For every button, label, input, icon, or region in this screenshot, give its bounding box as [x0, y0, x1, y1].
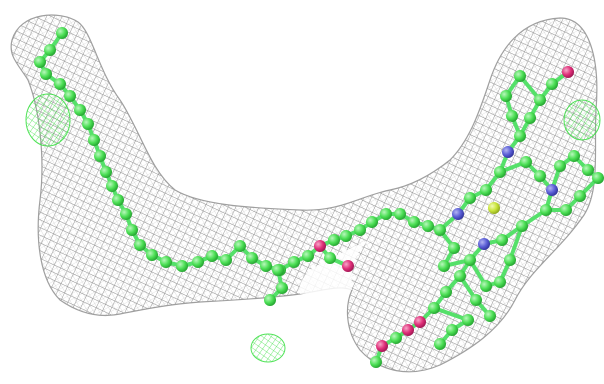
- carbon-atom: [126, 224, 138, 236]
- carbon-atom: [394, 208, 406, 220]
- oxygen-atom: [314, 240, 326, 252]
- carbon-atom: [428, 302, 440, 314]
- carbon-atom: [324, 252, 336, 264]
- carbon-atom: [56, 27, 68, 39]
- carbon-atom: [534, 170, 546, 182]
- density-mesh: [10, 14, 598, 373]
- carbon-atom: [408, 216, 420, 228]
- carbon-atom: [524, 112, 536, 124]
- carbon-atom: [496, 234, 508, 246]
- carbon-atom: [94, 150, 106, 162]
- carbon-atom: [134, 239, 146, 251]
- carbon-atom: [480, 280, 492, 292]
- oxygen-atom: [414, 316, 426, 328]
- green-density-blob-left: [25, 93, 71, 147]
- oxygen-atom: [376, 340, 388, 352]
- carbon-atom: [446, 324, 458, 336]
- carbon-atom: [494, 276, 506, 288]
- carbon-atom: [390, 332, 402, 344]
- carbon-atom: [264, 294, 276, 306]
- carbon-atom: [470, 294, 482, 306]
- carbon-atom: [560, 204, 572, 216]
- carbon-atom: [328, 234, 340, 246]
- carbon-atom: [434, 224, 446, 236]
- carbon-atom: [246, 252, 258, 264]
- carbon-atom: [220, 254, 232, 266]
- oxygen-atom: [402, 324, 414, 336]
- carbon-atom: [380, 208, 392, 220]
- oxygen-atom: [562, 66, 574, 78]
- carbon-atom: [82, 118, 94, 130]
- carbon-atom: [484, 310, 496, 322]
- metal-atom: [488, 202, 500, 214]
- carbon-atom: [582, 164, 594, 176]
- carbon-atom: [464, 254, 476, 266]
- carbon-atom: [366, 216, 378, 228]
- carbon-atom: [592, 172, 604, 184]
- carbon-atom: [434, 338, 446, 350]
- carbon-atom: [34, 56, 46, 68]
- carbon-atom: [74, 104, 86, 116]
- carbon-atom: [520, 156, 532, 168]
- carbon-atom: [454, 270, 466, 282]
- carbon-atom: [514, 130, 526, 142]
- carbon-atom: [422, 220, 434, 232]
- carbon-atom: [516, 220, 528, 232]
- nitrogen-atom: [478, 238, 490, 250]
- bond: [432, 306, 470, 322]
- carbon-atom: [494, 166, 506, 178]
- carbon-atom: [438, 260, 450, 272]
- carbon-atom: [234, 240, 246, 252]
- carbon-atom: [276, 282, 288, 294]
- nitrogen-atom: [502, 146, 514, 158]
- carbon-atom: [176, 260, 188, 272]
- carbon-atom: [288, 256, 300, 268]
- green-density-blob-right: [563, 99, 601, 141]
- carbon-atom: [534, 94, 546, 106]
- carbon-atom: [88, 134, 100, 146]
- nitrogen-atom: [452, 208, 464, 220]
- oxygen-atom: [342, 260, 354, 272]
- carbon-atom: [44, 44, 56, 56]
- carbon-atom: [574, 190, 586, 202]
- carbon-atom: [272, 264, 284, 276]
- carbon-atom: [112, 194, 124, 206]
- isolated-density-blobs: [25, 93, 601, 363]
- carbon-atom: [462, 314, 474, 326]
- carbon-atom: [448, 242, 460, 254]
- carbon-atom: [546, 78, 558, 90]
- carbon-atom: [40, 68, 52, 80]
- carbon-atom: [160, 256, 172, 268]
- carbon-atom: [440, 286, 452, 298]
- carbon-atom: [64, 90, 76, 102]
- carbon-atom: [568, 150, 580, 162]
- carbon-atom: [480, 184, 492, 196]
- bond: [508, 224, 524, 262]
- carbon-atom: [146, 249, 158, 261]
- carbon-atom: [54, 78, 66, 90]
- carbon-atom: [540, 204, 552, 216]
- carbon-atom: [192, 256, 204, 268]
- carbon-atom: [340, 230, 352, 242]
- carbon-atom: [500, 90, 512, 102]
- carbon-atom: [554, 160, 566, 172]
- carbon-atom: [370, 356, 382, 368]
- carbon-atom: [354, 224, 366, 236]
- carbon-atom: [464, 192, 476, 204]
- carbon-atom: [514, 70, 526, 82]
- molecule-atoms: [34, 27, 604, 368]
- carbon-atom: [206, 250, 218, 262]
- carbon-atom: [260, 260, 272, 272]
- green-density-blob-bottom: [250, 333, 286, 363]
- carbon-atom: [120, 208, 132, 220]
- carbon-atom: [106, 180, 118, 192]
- carbon-atom: [100, 166, 112, 178]
- carbon-atom: [506, 110, 518, 122]
- carbon-atom: [302, 250, 314, 262]
- carbon-atom: [504, 254, 516, 266]
- nitrogen-atom: [546, 184, 558, 196]
